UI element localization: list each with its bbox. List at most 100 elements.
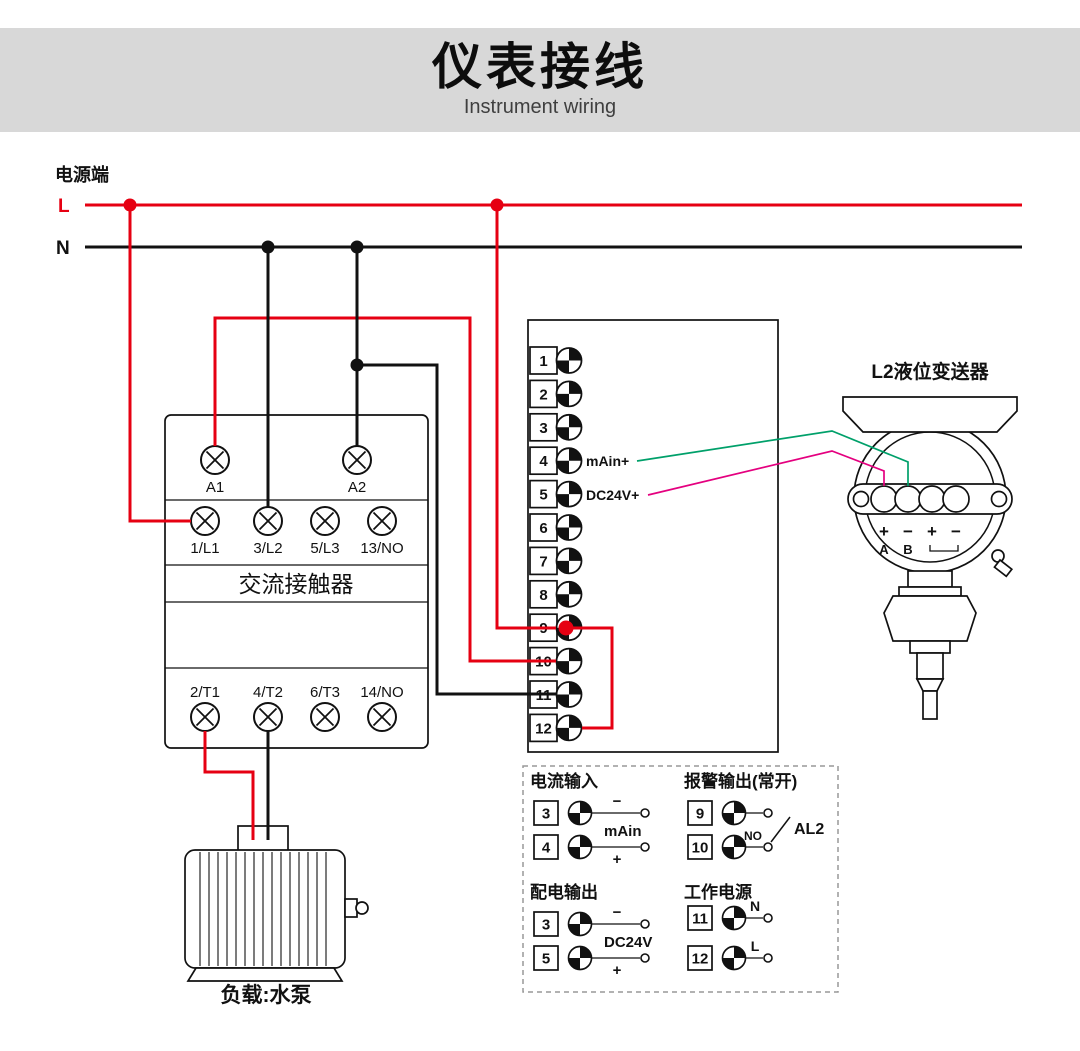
terminal-box bbox=[687, 945, 713, 971]
junction-dot bbox=[490, 198, 504, 212]
wire-dc24v-to-transmitter bbox=[647, 450, 885, 496]
output-terminal-label: 6/T3 bbox=[310, 684, 340, 701]
loop-bracket bbox=[929, 545, 959, 552]
input-terminal-label: 3/L2 bbox=[253, 540, 282, 557]
terminal-screw-icon bbox=[555, 480, 583, 508]
signal-label: DC24V bbox=[604, 934, 652, 951]
title-banner: 仪表接线 Instrument wiring bbox=[0, 28, 1080, 132]
terminal-number: 8 bbox=[539, 587, 547, 604]
terminal-screw-icon bbox=[721, 834, 747, 860]
wire-a1-to-terminal10 bbox=[213, 316, 556, 663]
wire-l-to-terminal9 bbox=[495, 205, 556, 630]
legend-title: 报警输出(常开) bbox=[684, 771, 797, 791]
terminal-screw-icon bbox=[555, 514, 583, 541]
transmitter-terminal bbox=[918, 485, 946, 513]
open-terminal-icon bbox=[763, 808, 773, 818]
open-terminal-icon bbox=[640, 953, 650, 963]
legend-alarm-output: 报警输出(常开) 9 10 NO AL2 bbox=[684, 771, 824, 860]
instrument-terminal-strip: 1 2 3 4 5 6 7 bbox=[527, 319, 779, 753]
level-transmitter: L2液位变送器 + − + − A B bbox=[842, 360, 1018, 720]
terminal-screw-icon bbox=[721, 800, 747, 826]
terminal-box bbox=[687, 834, 713, 860]
terminal-number: 11 bbox=[692, 911, 708, 928]
motor-label: 负载:水泵 bbox=[221, 983, 312, 1007]
terminal-screw-icon bbox=[567, 911, 593, 937]
live-label: L bbox=[751, 938, 760, 954]
terminal-letter: A bbox=[879, 542, 889, 557]
cable-gland-nut bbox=[993, 558, 1014, 578]
terminal-box bbox=[687, 905, 713, 931]
line-l-label: L bbox=[58, 196, 70, 217]
terminal-row: 8 bbox=[529, 579, 583, 609]
signal-label: mAin bbox=[604, 823, 642, 840]
terminal-number: 9 bbox=[696, 806, 704, 823]
alarm-name-label: AL2 bbox=[794, 821, 824, 838]
terminal-screw-icon bbox=[310, 506, 340, 536]
terminal-number: 6 bbox=[539, 520, 547, 537]
terminal-screw-icon bbox=[721, 945, 747, 971]
terminal-row: 2 bbox=[529, 379, 583, 409]
motor-shaft-end bbox=[355, 901, 369, 915]
terminal-screw-icon bbox=[555, 714, 583, 742]
terminal-box bbox=[529, 412, 558, 442]
output-terminal-label: 14/NO bbox=[360, 684, 403, 701]
terminal-number: 1 bbox=[539, 353, 547, 370]
terminal-number: 7 bbox=[539, 553, 547, 570]
open-terminal-icon bbox=[763, 842, 773, 852]
terminal-number: 10 bbox=[692, 840, 709, 857]
wire-2t1-to-motor bbox=[203, 731, 255, 840]
input-terminal-label: 5/L3 bbox=[310, 540, 339, 557]
terminal-screw-icon bbox=[555, 681, 583, 708]
polarity-label: − bbox=[903, 522, 913, 541]
water-pump-motor: 负载:水泵 bbox=[184, 825, 369, 1007]
junction-dot bbox=[261, 240, 275, 254]
wire-main-to-transmitter bbox=[636, 430, 909, 486]
page-title: 仪表接线 bbox=[432, 39, 648, 96]
terminal-row: 5 bbox=[529, 479, 583, 509]
terminal-screw-icon bbox=[555, 647, 583, 675]
junction-dot bbox=[350, 358, 364, 372]
plus-label: + bbox=[613, 851, 622, 868]
terminal-row: 3 bbox=[529, 412, 583, 442]
terminal-row: 7 bbox=[529, 546, 583, 576]
polarity-label: + bbox=[927, 522, 937, 541]
terminal-screw-icon bbox=[555, 547, 583, 575]
terminal-number: 5 bbox=[539, 487, 547, 504]
terminal-number: 12 bbox=[535, 720, 552, 737]
wire-n-to-terminal11 bbox=[357, 363, 556, 696]
wire-l-to-1l1 bbox=[128, 205, 191, 523]
terminal-box bbox=[529, 713, 558, 743]
terminal-screw-icon bbox=[555, 380, 583, 408]
no-contact-label: NO bbox=[744, 829, 762, 843]
no-contact-blade bbox=[770, 816, 791, 843]
legend-border bbox=[522, 765, 839, 993]
terminal-screw-icon bbox=[253, 506, 283, 536]
legend-title: 工作电源 bbox=[684, 882, 752, 902]
transmitter-cap bbox=[842, 396, 1018, 433]
transmitter-taper bbox=[915, 678, 945, 692]
terminal-box bbox=[533, 945, 559, 971]
terminal-box bbox=[533, 800, 559, 826]
terminal-screw-icon bbox=[367, 506, 397, 536]
terminal-row: 12 bbox=[529, 713, 583, 743]
instrument-body bbox=[527, 319, 779, 753]
terminal-screw-icon bbox=[200, 445, 230, 475]
junction-dot bbox=[123, 198, 137, 212]
power-rails: 电源端 L N bbox=[55, 164, 1022, 259]
plus-label: + bbox=[613, 962, 622, 979]
terminal-number: 3 bbox=[542, 806, 550, 823]
open-terminal-icon bbox=[640, 842, 650, 852]
wire-terminal9-to-terminal12 bbox=[560, 626, 614, 730]
power-source-label: 电源端 bbox=[55, 164, 109, 185]
terminal-screw-icon bbox=[721, 905, 747, 931]
coil-terminal-label: A1 bbox=[206, 479, 224, 496]
dc24v-plus-label: DC24V+ bbox=[586, 487, 639, 503]
terminal-row: 1 bbox=[529, 346, 583, 375]
terminal-screw-icon bbox=[555, 347, 583, 374]
open-terminal-icon bbox=[640, 808, 650, 818]
coil-terminal-label: A2 bbox=[348, 479, 366, 496]
terminal-screw-icon bbox=[555, 413, 583, 441]
mount-hole bbox=[852, 490, 870, 508]
terminal-row: 4 bbox=[529, 446, 583, 476]
